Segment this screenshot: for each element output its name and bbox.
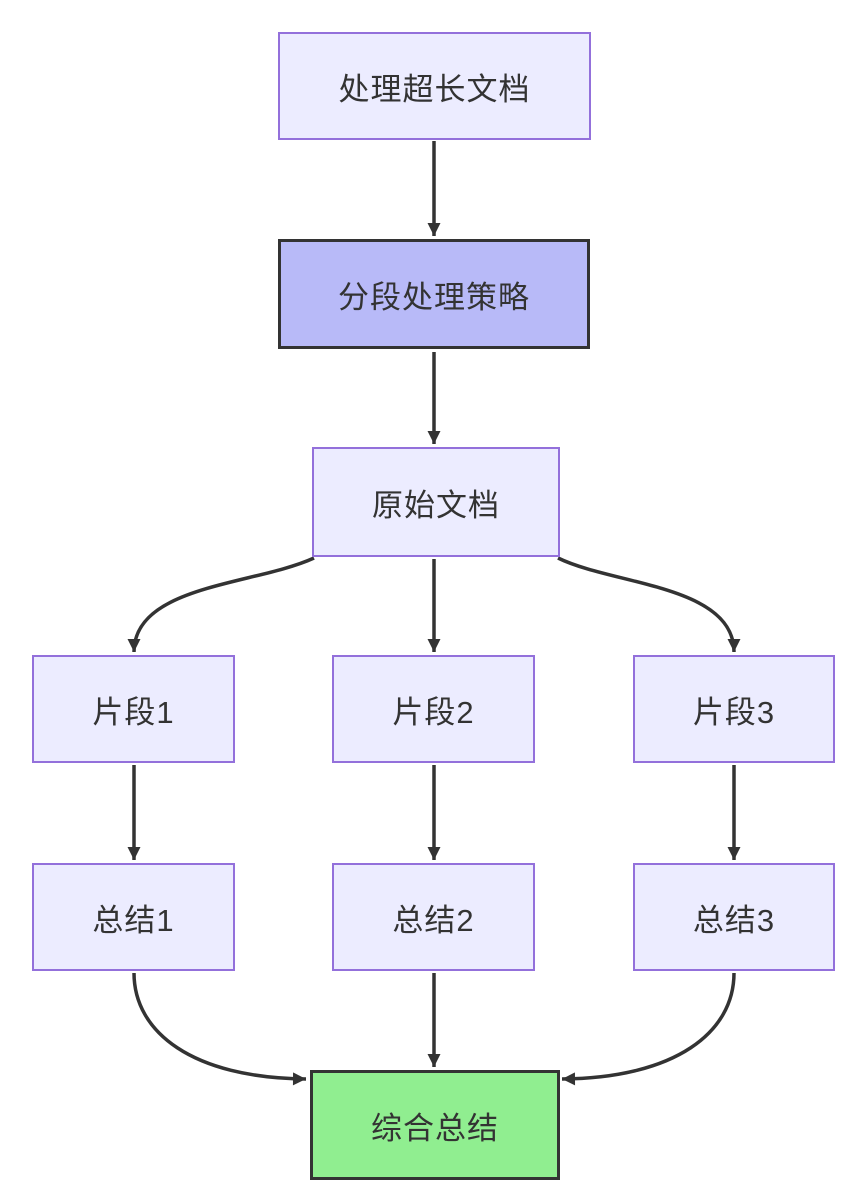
node-original-doc: 原始文档 bbox=[312, 447, 560, 557]
edge-i-j bbox=[561, 972, 736, 1086]
edge-c-f bbox=[557, 556, 741, 653]
edge-c-d bbox=[127, 556, 315, 653]
node-fragment-3: 片段3 bbox=[633, 655, 835, 763]
node-process-long-doc: 处理超长文档 bbox=[278, 32, 591, 140]
node-final-summary-label: 综合总结 bbox=[371, 1110, 499, 1146]
node-summary-3-label: 总结3 bbox=[692, 902, 776, 938]
node-summary-1-label: 总结1 bbox=[92, 902, 175, 938]
node-fragment-2-label: 片段2 bbox=[392, 694, 475, 730]
node-fragment-1-label: 片段1 bbox=[92, 694, 175, 730]
node-final-summary: 综合总结 bbox=[310, 1070, 560, 1180]
edge-g-j bbox=[132, 972, 307, 1086]
node-summary-2-label: 总结2 bbox=[392, 902, 475, 938]
node-summary-3: 总结3 bbox=[633, 863, 835, 971]
node-fragment-1: 片段1 bbox=[32, 655, 235, 763]
node-original-doc-label: 原始文档 bbox=[372, 487, 500, 523]
node-segmentation-strategy: 分段处理策略 bbox=[278, 239, 590, 349]
node-summary-1: 总结1 bbox=[32, 863, 235, 971]
node-segmentation-strategy-label: 分段处理策略 bbox=[338, 279, 530, 315]
node-process-long-doc-label: 处理超长文档 bbox=[338, 71, 531, 107]
node-summary-2: 总结2 bbox=[332, 863, 535, 971]
node-fragment-2: 片段2 bbox=[332, 655, 535, 763]
node-fragment-3-label: 片段3 bbox=[692, 694, 776, 730]
